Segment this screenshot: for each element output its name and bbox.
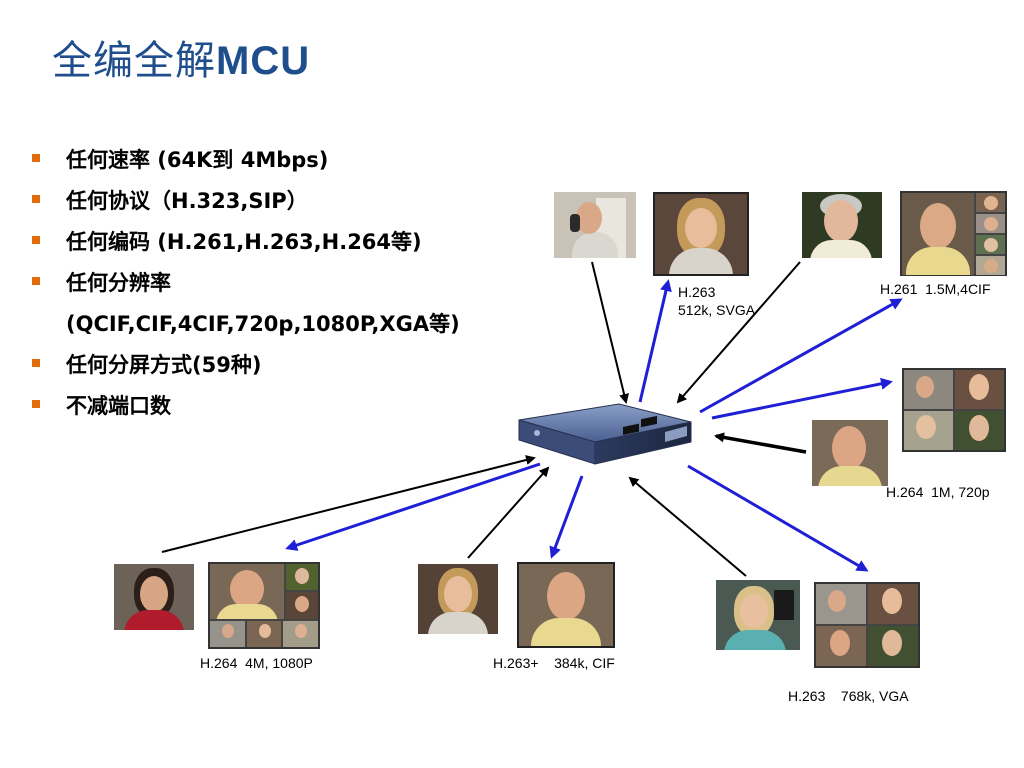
participant-photo-grey-man: [802, 192, 882, 258]
composite-thumb-tile: [976, 214, 1005, 233]
composite-thumb-tile: [286, 592, 318, 619]
composite-tile: [955, 411, 1004, 450]
feature-text: 不减端口数: [66, 394, 171, 418]
composite-tile: [210, 620, 245, 647]
composite-tile: [868, 626, 918, 666]
feature-list: 任何速率 (64K到 4Mbps) 任何协议（H.323,SIP） 任何编码 (…: [30, 142, 460, 429]
feature-item-ports: 不减端口数: [30, 388, 460, 429]
slide-title: 全编全解MCU: [52, 28, 310, 86]
participant-photo-blonde-woman: [716, 580, 800, 650]
bullet-marker: [32, 359, 40, 367]
composite-tile: [868, 584, 918, 624]
composite-4cif: [900, 191, 1007, 276]
composite-vga: [814, 582, 920, 668]
bullet-marker: [32, 154, 40, 162]
feature-text: 任何协议（H.323,SIP）: [66, 189, 308, 213]
arrow-out-cif: [549, 475, 584, 559]
composite-thumb-tile: [976, 256, 1005, 275]
arrow-in-top-left: [591, 261, 629, 404]
arrow-in-cif: [467, 466, 550, 559]
bullet-marker: [32, 195, 40, 203]
participant-photo-man-cif: [517, 562, 615, 648]
composite-1080p: [208, 562, 320, 649]
feature-item-layout: 任何分屏方式(59种): [30, 347, 460, 388]
arrow-out-vga: [687, 464, 869, 572]
slide-title-cjk: 全编全解: [52, 38, 216, 84]
bullet-marker: [32, 400, 40, 408]
composite-right-quad: [902, 368, 1006, 452]
feature-text: (QCIF,CIF,4CIF,720p,1080P,XGA等): [66, 312, 460, 336]
participant-photo-woman-phone: [114, 564, 194, 630]
feature-item-protocol: 任何协议（H.323,SIP）: [30, 183, 460, 224]
composite-bottom-row: [210, 620, 318, 647]
composite-tile: [816, 584, 866, 624]
composite-main-tile: [210, 564, 284, 619]
arrow-out-1080p: [285, 462, 541, 551]
feature-item-rate: 任何速率 (64K到 4Mbps): [30, 142, 460, 183]
mcu-device: [518, 403, 692, 465]
label-1080p: H.264 4M, 1080P: [200, 655, 313, 671]
label-vga: H.263 768k, VGA: [788, 688, 909, 704]
composite-main-tile: [902, 193, 974, 275]
participant-photo-woman-cif: [418, 564, 498, 634]
arrow-in-1080p: [161, 455, 536, 553]
feature-item-resolution-list: (QCIF,CIF,4CIF,720p,1080P,XGA等): [30, 306, 460, 347]
slide-title-latin: MCU: [216, 39, 311, 83]
label-svga: H.263 512k, SVGA: [678, 284, 756, 318]
composite-thumb-tile: [976, 193, 1005, 212]
composite-thumb-tile: [976, 235, 1005, 254]
arrow-in-top-right: [676, 261, 801, 404]
arrow-out-4cif: [699, 298, 903, 414]
feature-text: 任何编码 (H.261,H.263,H.264等): [66, 230, 422, 254]
composite-tile: [904, 370, 953, 409]
feature-text: 任何分屏方式(59种): [66, 353, 262, 377]
composite-tile: [283, 620, 318, 647]
composite-tile: [816, 626, 866, 666]
arrow-in-vga: [628, 476, 747, 577]
participant-photo-woman-svga: [653, 192, 749, 276]
composite-thumb-tile: [286, 564, 318, 591]
label-4cif: H.261 1.5M,4CIF: [880, 281, 991, 297]
arrow-out-svga: [638, 279, 672, 403]
composite-tile: [904, 411, 953, 450]
label-720p: H.264 1M, 720p: [886, 484, 990, 500]
arrow-in-720p: [714, 432, 807, 454]
feature-item-resolution: 任何分辨率: [30, 265, 460, 306]
bullet-marker: [32, 277, 40, 285]
arrow-out-right-quad: [711, 377, 893, 420]
feature-item-codec: 任何编码 (H.261,H.263,H.264等): [30, 224, 460, 265]
participant-photo-phone-man: [554, 192, 636, 258]
participant-photo-man-720p: [812, 420, 888, 486]
composite-tile: [955, 370, 1004, 409]
label-cif: H.263+ 384k, CIF: [493, 655, 615, 671]
feature-text: 任何分辨率: [66, 271, 171, 295]
composite-tile: [246, 620, 282, 647]
feature-text: 任何速率 (64K到 4Mbps): [66, 148, 329, 172]
bullet-marker: [32, 236, 40, 244]
